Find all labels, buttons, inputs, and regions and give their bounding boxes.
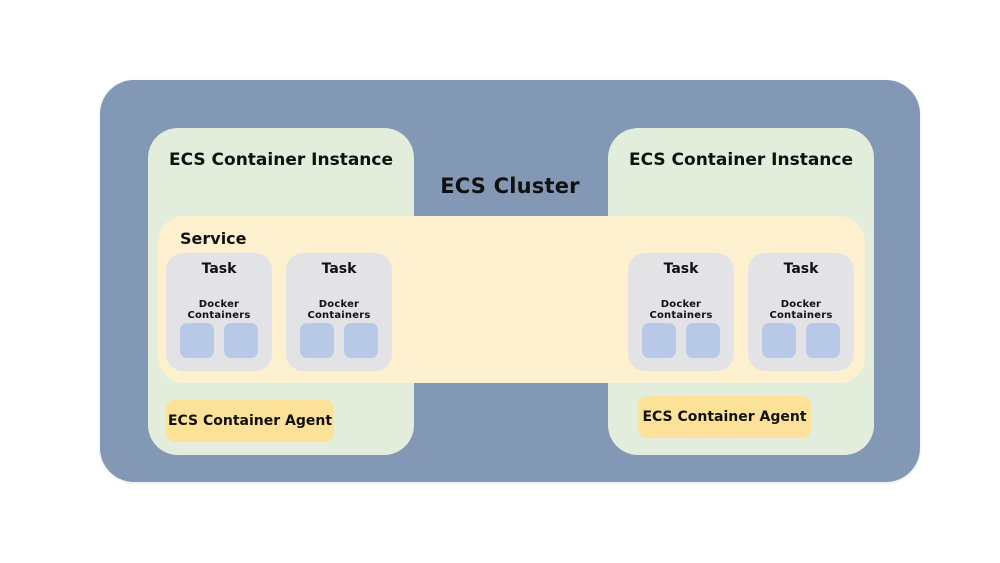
ecs-container-agent-right: ECS Container Agent <box>638 396 811 438</box>
ecs-cluster-title: ECS Cluster <box>440 174 580 198</box>
docker-container-icon <box>224 323 258 358</box>
docker-containers-label: Docker Containers <box>187 299 251 321</box>
ecs-container-instance-left-title: ECS Container Instance <box>168 150 394 170</box>
ecs-container-agent-left: ECS Container Agent <box>166 400 334 442</box>
service-box: Service <box>158 216 865 383</box>
docker-container-icon <box>806 323 840 358</box>
task-box: Task Docker Containers <box>286 253 392 371</box>
docker-containers-row <box>748 323 854 358</box>
task-title: Task <box>783 261 819 277</box>
docker-containers-label: Docker Containers <box>307 299 371 321</box>
docker-container-icon <box>344 323 378 358</box>
task-title: Task <box>663 261 699 277</box>
service-title: Service <box>180 229 247 248</box>
docker-container-icon <box>180 323 214 358</box>
docker-container-icon <box>300 323 334 358</box>
docker-containers-label: Docker Containers <box>649 299 713 321</box>
docker-container-icon <box>642 323 676 358</box>
task-box: Task Docker Containers <box>628 253 734 371</box>
docker-containers-row <box>628 323 734 358</box>
ecs-container-agent-right-label: ECS Container Agent <box>642 409 807 425</box>
task-box: Task Docker Containers <box>748 253 854 371</box>
docker-container-icon <box>762 323 796 358</box>
docker-containers-label: Docker Containers <box>769 299 833 321</box>
docker-containers-row <box>166 323 272 358</box>
ecs-container-agent-left-label: ECS Container Agent <box>167 413 333 429</box>
ecs-container-instance-right-title: ECS Container Instance <box>628 150 854 170</box>
task-title: Task <box>321 261 357 277</box>
docker-containers-row <box>286 323 392 358</box>
docker-container-icon <box>686 323 720 358</box>
task-box: Task Docker Containers <box>166 253 272 371</box>
task-title: Task <box>201 261 237 277</box>
